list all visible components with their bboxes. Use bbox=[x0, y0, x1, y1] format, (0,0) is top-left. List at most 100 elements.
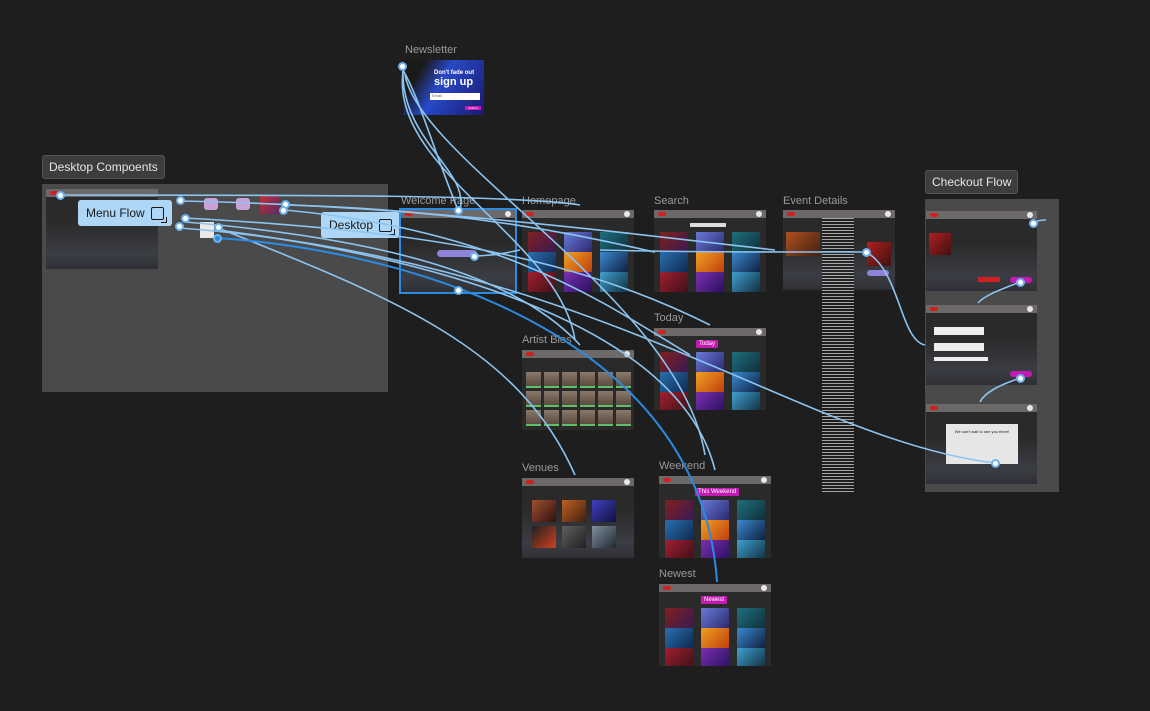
connection-handle[interactable] bbox=[454, 286, 463, 295]
checkout-confirmation-frame[interactable]: We can't wait to see you there! bbox=[926, 404, 1037, 484]
checkout-payment-frame[interactable] bbox=[926, 305, 1037, 385]
event-card[interactable] bbox=[600, 232, 628, 252]
newest-frame[interactable]: Newest bbox=[659, 584, 771, 666]
connection-handle[interactable] bbox=[176, 196, 185, 205]
event-card[interactable] bbox=[660, 252, 688, 272]
profile-icon bbox=[756, 329, 762, 335]
connection-handle[interactable] bbox=[862, 248, 871, 257]
profile-icon bbox=[761, 585, 767, 591]
venue-card[interactable] bbox=[532, 526, 556, 548]
section-label-desktop-components[interactable]: Desktop Compoents bbox=[42, 155, 165, 179]
venue-card[interactable] bbox=[532, 500, 556, 522]
connection-handle[interactable] bbox=[1029, 219, 1038, 228]
connection-handle[interactable] bbox=[398, 62, 407, 71]
event-card[interactable] bbox=[737, 500, 765, 520]
component-thumb-2[interactable] bbox=[236, 198, 250, 210]
flow-arrow bbox=[404, 74, 706, 456]
newsletter-frame[interactable]: Don't fade out sign up Email Submit bbox=[403, 60, 484, 115]
flow-arrow bbox=[402, 67, 462, 211]
welcome-cta-button[interactable] bbox=[437, 250, 477, 257]
artist-grid[interactable] bbox=[526, 372, 632, 428]
event-card[interactable] bbox=[701, 608, 729, 628]
desktop-flow-label: Desktop bbox=[329, 218, 374, 232]
event-card[interactable] bbox=[696, 392, 724, 410]
event-card[interactable] bbox=[665, 540, 693, 558]
connection-handle[interactable] bbox=[279, 206, 288, 215]
section-label-checkout-flow[interactable]: Checkout Flow bbox=[925, 170, 1019, 194]
connection-handle[interactable] bbox=[56, 191, 65, 200]
connection-handle[interactable] bbox=[1016, 374, 1025, 383]
buy-tickets-button[interactable] bbox=[867, 270, 889, 276]
quantity-stepper[interactable] bbox=[978, 277, 1000, 282]
flow-arrow bbox=[599, 249, 866, 253]
logo-icon bbox=[787, 212, 795, 216]
event-card[interactable] bbox=[528, 252, 556, 272]
event-card[interactable] bbox=[737, 520, 765, 540]
event-card[interactable] bbox=[528, 272, 556, 292]
connection-handle[interactable] bbox=[181, 214, 190, 223]
event-card[interactable] bbox=[732, 392, 760, 410]
flow-arrow bbox=[865, 251, 926, 346]
event-card[interactable] bbox=[732, 272, 760, 292]
flow-arrow bbox=[402, 69, 459, 211]
event-card[interactable] bbox=[696, 372, 724, 392]
newsletter-email-input[interactable]: Email bbox=[430, 93, 480, 100]
weekend-frame[interactable]: This Weekend bbox=[659, 476, 771, 558]
event-card[interactable] bbox=[665, 648, 693, 666]
event-card[interactable] bbox=[737, 540, 765, 558]
venue-card[interactable] bbox=[592, 500, 616, 522]
flow-arrow bbox=[59, 194, 581, 206]
event-card[interactable] bbox=[701, 500, 729, 520]
connection-handle[interactable] bbox=[991, 459, 1000, 468]
weekend-tag: This Weekend bbox=[695, 488, 740, 496]
profile-icon bbox=[885, 211, 891, 217]
today-frame[interactable]: Today bbox=[654, 328, 766, 410]
event-card[interactable] bbox=[732, 252, 760, 272]
menu-flow-button[interactable]: Menu Flow bbox=[78, 200, 172, 226]
venue-card[interactable] bbox=[562, 500, 586, 522]
newsletter-line1: Don't fade out bbox=[434, 70, 475, 76]
event-card[interactable] bbox=[660, 272, 688, 292]
artist-bios-frame[interactable] bbox=[522, 350, 634, 430]
event-card[interactable] bbox=[701, 648, 729, 666]
event-card[interactable] bbox=[737, 648, 765, 666]
frame-title-newsletter: Newsletter bbox=[405, 44, 457, 56]
venues-frame[interactable] bbox=[522, 478, 634, 558]
frame-header-bar bbox=[659, 584, 771, 592]
event-card[interactable] bbox=[665, 520, 693, 540]
venue-card[interactable] bbox=[592, 526, 616, 548]
frame-header-bar bbox=[926, 404, 1037, 412]
connection-handle[interactable] bbox=[470, 252, 479, 261]
checkout-cart-frame[interactable] bbox=[926, 211, 1037, 291]
event-card[interactable] bbox=[660, 372, 688, 392]
event-card[interactable] bbox=[660, 392, 688, 410]
event-card[interactable] bbox=[737, 628, 765, 648]
expiry-field[interactable] bbox=[934, 357, 988, 361]
event-card[interactable] bbox=[701, 628, 729, 648]
event-card[interactable] bbox=[737, 608, 765, 628]
event-card[interactable] bbox=[732, 352, 760, 372]
card-number-field[interactable] bbox=[934, 343, 984, 351]
event-card[interactable] bbox=[665, 628, 693, 648]
event-card[interactable] bbox=[665, 500, 693, 520]
frame-header-bar bbox=[522, 478, 634, 486]
name-field[interactable] bbox=[934, 327, 984, 335]
connection-handle[interactable] bbox=[454, 206, 463, 215]
venue-card[interactable] bbox=[562, 526, 586, 548]
logo-icon bbox=[658, 330, 666, 334]
component-thumb-3[interactable] bbox=[260, 196, 280, 214]
connection-handle[interactable] bbox=[1016, 278, 1025, 287]
newsletter-submit-button[interactable]: Submit bbox=[465, 106, 481, 110]
search-input[interactable] bbox=[690, 223, 726, 227]
profile-icon bbox=[1027, 405, 1033, 411]
frame-header-bar bbox=[654, 210, 766, 218]
connection-handle[interactable] bbox=[213, 234, 222, 243]
connection-handle[interactable] bbox=[214, 223, 223, 232]
event-card[interactable] bbox=[665, 608, 693, 628]
connection-handle[interactable] bbox=[175, 222, 184, 231]
frame-title-weekend: Weekend bbox=[659, 460, 706, 472]
event-card[interactable] bbox=[600, 252, 628, 272]
event-card[interactable] bbox=[696, 252, 724, 272]
event-card[interactable] bbox=[696, 272, 724, 292]
event-card[interactable] bbox=[701, 540, 729, 558]
